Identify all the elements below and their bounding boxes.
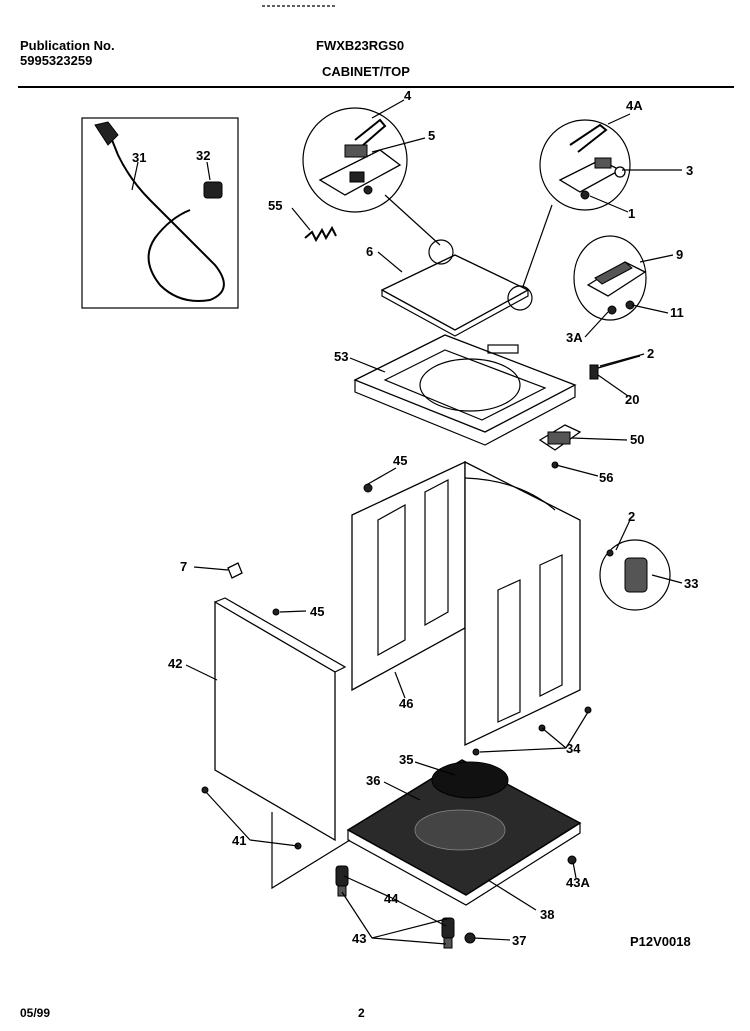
hinge-detail <box>573 235 647 321</box>
bracket-part <box>538 424 582 469</box>
callout-38: 38 <box>540 907 554 922</box>
callout-2-side: 2 <box>628 509 635 524</box>
spring-part <box>304 225 337 243</box>
callout-5: 5 <box>428 128 435 143</box>
lid <box>380 239 533 337</box>
callout-31: 31 <box>132 150 146 165</box>
callout-3: 3 <box>686 163 693 178</box>
callout-55: 55 <box>268 198 282 213</box>
callout-11: 11 <box>670 305 684 320</box>
callout-41: 41 <box>232 833 246 848</box>
cabinet-back-panels <box>351 460 581 747</box>
callout-35: 35 <box>399 752 413 767</box>
front-panel <box>214 597 347 842</box>
callout-20: 20 <box>625 392 639 407</box>
publication-number: 5995323259 <box>20 53 93 68</box>
callout-9: 9 <box>676 247 683 262</box>
callout-3a: 3A <box>566 330 583 345</box>
callout-7: 7 <box>180 559 187 574</box>
footer-date: 05/99 <box>20 1006 51 1020</box>
callout-46: 46 <box>399 696 413 711</box>
top-panel <box>353 334 577 446</box>
callout-4a: 4A <box>626 98 643 113</box>
header-rule <box>18 86 734 88</box>
callout-43: 43 <box>352 931 366 946</box>
power-cord <box>99 129 225 302</box>
callout-50: 50 <box>630 432 644 447</box>
screws <box>201 706 592 850</box>
callout-32: 32 <box>196 148 210 163</box>
leader-lines <box>131 99 683 945</box>
front-clip <box>227 562 243 579</box>
power-cord-inset <box>81 117 239 309</box>
callout-42: 42 <box>168 656 182 671</box>
callout-4: 4 <box>404 88 412 103</box>
callout-37: 37 <box>512 933 526 948</box>
base-frame <box>346 759 582 906</box>
leveling-legs <box>335 855 577 949</box>
callout-36: 36 <box>366 773 380 788</box>
lid-hinge-detail <box>302 107 441 246</box>
callout-44: 44 <box>384 891 399 906</box>
callout-labels: 31 32 4 5 4A 3 1 55 6 9 11 3A 53 2 20 50… <box>132 88 698 949</box>
callout-53: 53 <box>334 349 348 364</box>
model-number: FWXB23RGS0 <box>316 38 405 53</box>
callout-6: 6 <box>366 244 373 259</box>
lid-switch-detail <box>519 119 631 296</box>
strain-relief <box>203 181 223 199</box>
callout-33: 33 <box>684 576 698 591</box>
clip-part <box>589 355 641 380</box>
door-switch-detail <box>599 539 671 611</box>
publication-label: Publication No. <box>20 38 115 53</box>
drawing-code: P12V0018 <box>630 934 691 949</box>
footer-page-number: 2 <box>358 1006 365 1020</box>
callout-45-top: 45 <box>393 453 407 468</box>
plug-icon <box>94 121 119 146</box>
callout-1: 1 <box>628 206 635 221</box>
callout-45-front: 45 <box>310 604 324 619</box>
section-title: CABINET/TOP <box>322 64 410 79</box>
callout-34: 34 <box>566 741 581 756</box>
callout-43a: 43A <box>566 875 590 890</box>
callout-2-top: 2 <box>647 346 654 361</box>
callout-56: 56 <box>599 470 613 485</box>
